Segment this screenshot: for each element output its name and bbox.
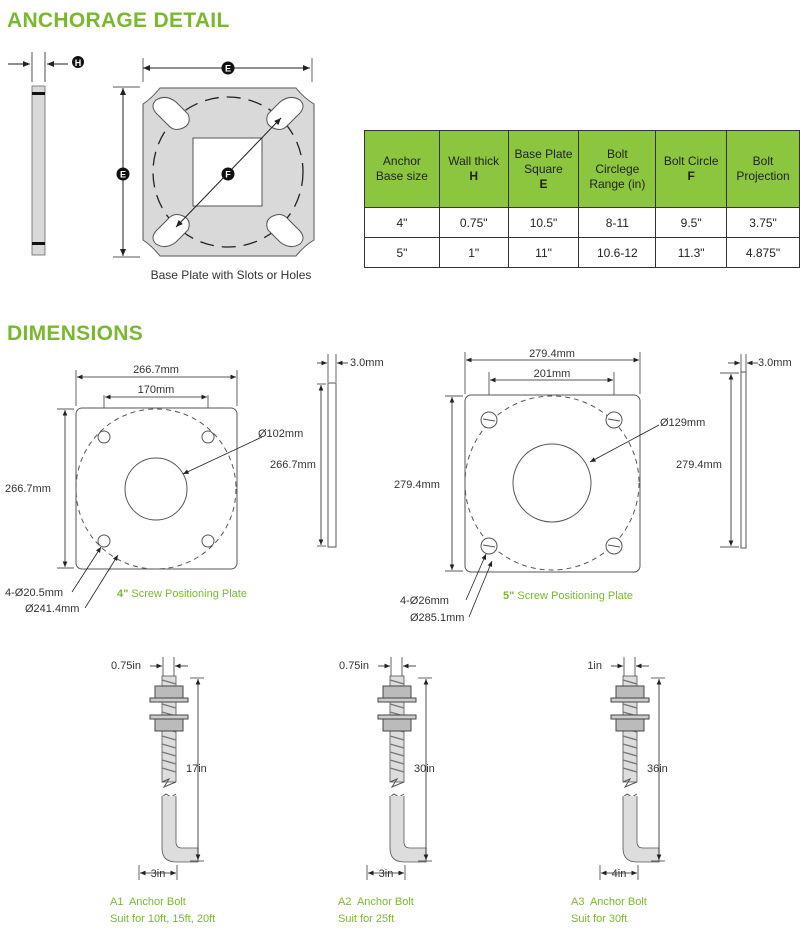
e-height-marker: E [116,167,130,181]
e-width-marker: E [221,61,235,75]
table-cell: 8-11 [578,207,657,238]
bolt-diameter: 0.75in [339,660,369,672]
e-height-label: E [120,170,126,180]
plate5-bolt-holes: 4-Ø26mm [400,595,449,607]
bolt-suit: Suit for 10ft, 15ft, 20ft [110,913,216,925]
table-cell: 1" [438,237,509,268]
f-marker: F [221,167,235,181]
plate4-hole: Ø102mm [258,428,303,440]
plate4-side [317,354,348,548]
bolt-name: A1 Anchor Bolt [110,896,186,908]
plate5-thickness: 3.0mm [758,357,792,369]
plate4-circle: Ø241.4mm [25,603,79,615]
table-cell: 11.3" [655,237,728,268]
bolt-hook-length: 3in [379,868,394,880]
bolt-diameter: 0.75in [111,660,141,672]
plate4-thickness: 3.0mm [350,357,384,369]
plate5-circle: Ø285.1mm [410,612,464,624]
plate4-caption-size: 4" [117,588,128,600]
plate5-width: 279.4mm [529,348,575,360]
anchor-bolt-a3 [599,657,665,880]
bolt-suit: Suit for 25ft [338,913,395,925]
anchor-bolt-a2 [366,657,432,880]
plate5-height: 279.4mm [394,479,440,491]
table-cell: 4" [364,207,440,238]
base-plate-caption: Base Plate with Slots or Holes [151,268,312,282]
anchor-bolt-a1 [138,657,204,880]
col-header: Anchor Base size [364,130,440,208]
plate4-spacing: 170mm [138,384,175,396]
bolt-diameter: 1in [587,660,602,672]
bolt-length: 30in [414,763,435,775]
plate4-caption: 4" Screw Positioning Plate [117,588,247,600]
plate4-caption-text: Screw Positioning Plate [128,588,247,600]
table-row: 4" 0.75" 10.5" 8-11 9.5" 3.75" [364,207,800,238]
plate5-caption-size: 5" [503,590,514,602]
table-cell: 10.5" [507,207,580,238]
plate5-front [445,352,660,618]
table-cell: 0.75" [438,207,509,238]
table-cell: 5" [364,237,440,268]
dimensions-heading: DIMENSIONS [7,322,144,345]
side-plate [8,52,68,256]
anchorage-heading: ANCHORAGE DETAIL [7,9,230,32]
bolt-length: 36in [647,763,668,775]
h-marker: H [72,56,84,68]
bolt-name: A3 Anchor Bolt [571,896,647,908]
plate4-side-height: 266.7mm [270,459,316,471]
bolt-suit: Suit for 30ft [571,913,628,925]
f-label: F [225,170,231,180]
plate4-width: 266.7mm [133,364,179,376]
plate5-side-height: 279.4mm [676,459,722,471]
plate4-height: 266.7mm [5,483,51,495]
e-width-label: E [225,64,231,74]
bolt-length: 17in [186,763,207,775]
bolt-hook-length: 4in [612,868,627,880]
plate4-bolt-holes: 4-Ø20.5mm [5,587,63,599]
h-marker-label: H [75,58,82,68]
plate5-caption: 5" Screw Positioning Plate [503,590,633,602]
table-cell: 3.75" [726,207,800,238]
table-row: 5" 1" 11" 10.6-12 11.3" 4.875" [364,237,800,268]
col-header: Bolt Circlege Range (in) [578,130,657,208]
table-cell: 9.5" [655,207,728,238]
table-cell: 4.875" [726,237,800,268]
bolt-hook-length: 3in [151,868,166,880]
plate5-caption-text: Screw Positioning Plate [514,590,633,602]
plate5-spacing: 201mm [534,368,571,380]
base-plate [113,58,315,258]
table-cell: 10.6-12 [578,237,657,268]
plate4-front [57,370,263,609]
plate5-side [720,354,758,549]
plate5-hole: Ø129mm [660,417,705,429]
bolt-name: A2 Anchor Bolt [338,896,414,908]
col-header: Bolt Projection [726,130,800,208]
table-cell: 11" [507,237,580,268]
